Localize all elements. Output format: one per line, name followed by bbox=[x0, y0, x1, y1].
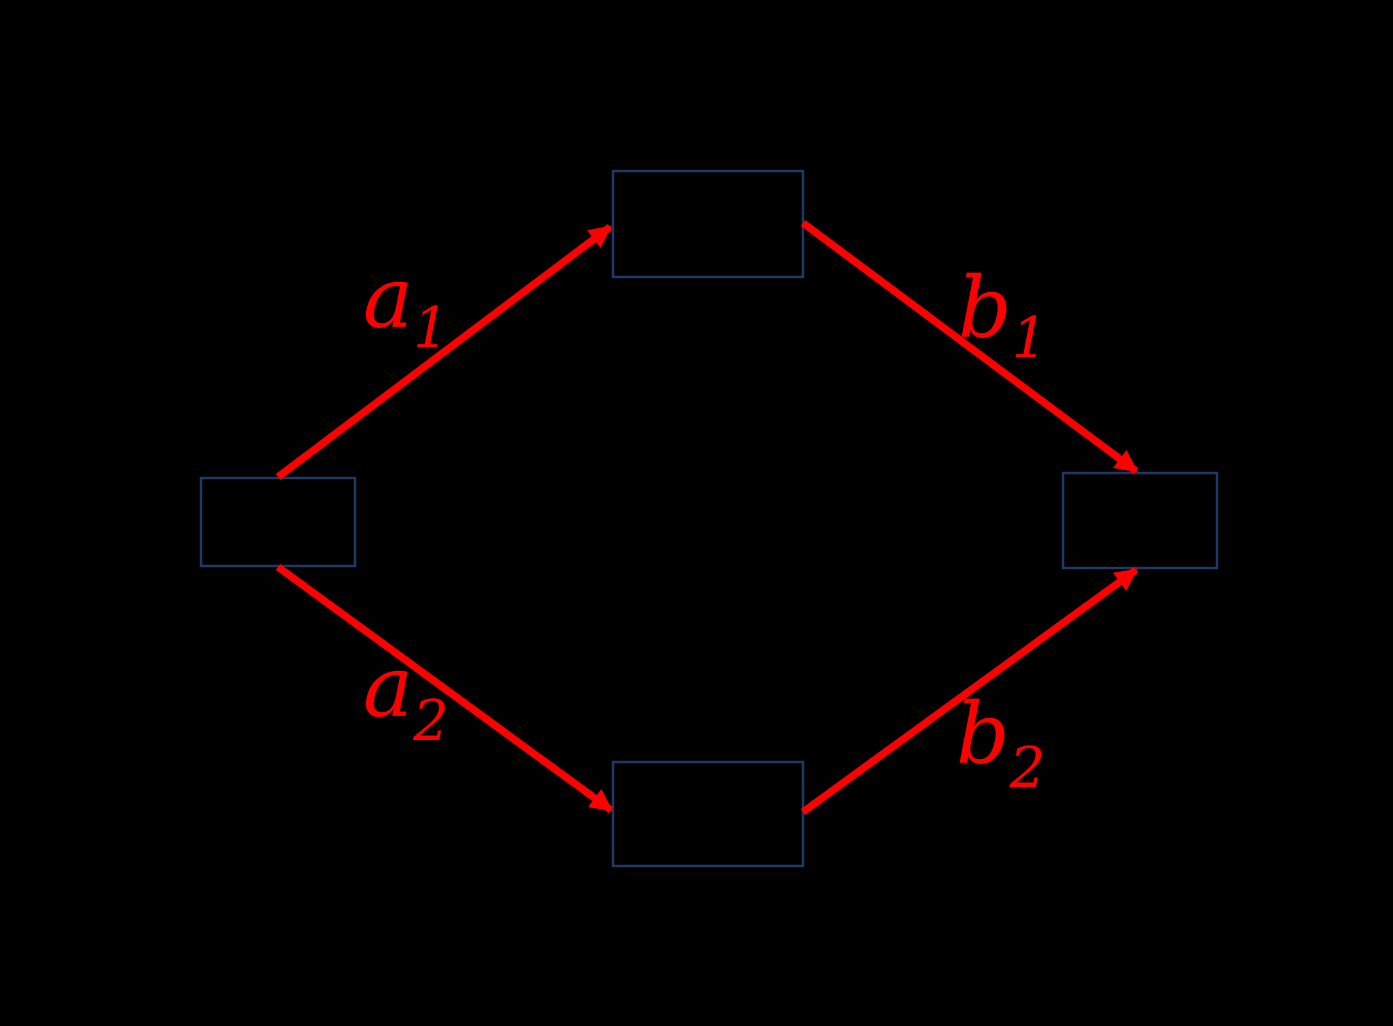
edge-a2-arrow bbox=[275, 563, 614, 814]
node-right-box bbox=[1061, 471, 1219, 570]
node-bottom-box bbox=[611, 760, 805, 868]
edge-a1-label: a1 bbox=[363, 249, 449, 361]
edge-b1-arrow bbox=[800, 219, 1139, 475]
node-left-box bbox=[199, 476, 357, 568]
edge-a2-label: a2 bbox=[363, 638, 449, 754]
node-top-box bbox=[611, 169, 805, 279]
edge-b2-label: b2 bbox=[956, 685, 1045, 801]
edge-b1-label: b1 bbox=[958, 259, 1047, 371]
edge-a1-arrow bbox=[275, 224, 613, 480]
edge-b2-arrow bbox=[800, 566, 1139, 816]
